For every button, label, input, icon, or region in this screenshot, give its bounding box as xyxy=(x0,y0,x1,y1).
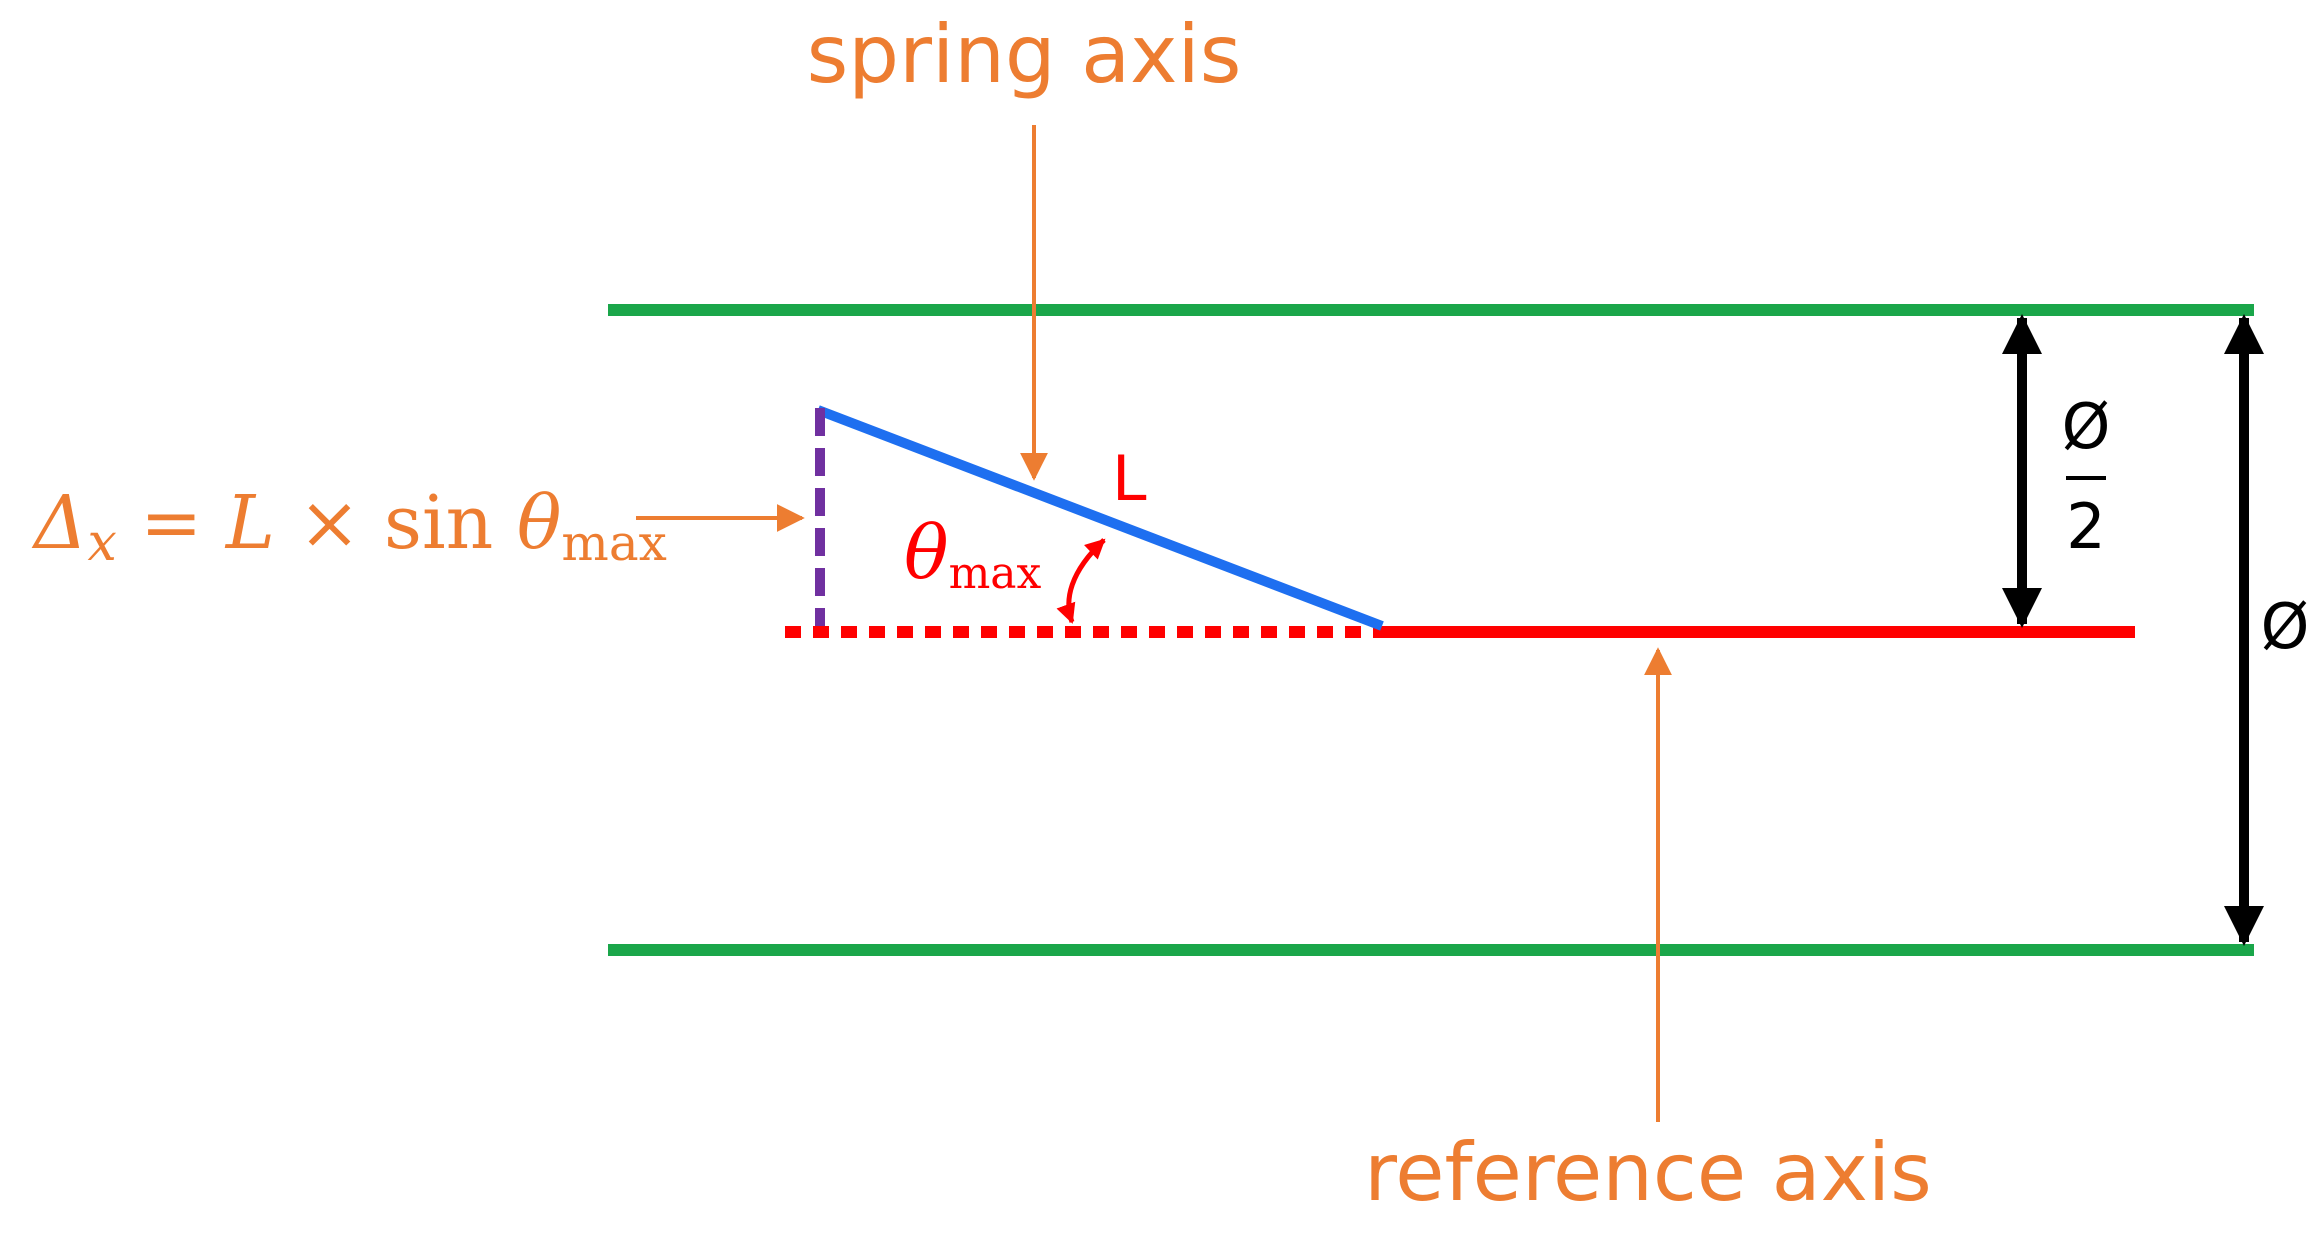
formula-theta: θ xyxy=(517,480,562,566)
half-diameter-denominator: 2 xyxy=(2066,490,2105,563)
formula-equals-part: = L × xyxy=(117,480,384,566)
theta-angle-arc xyxy=(1056,538,1106,624)
theta-subscript: max xyxy=(949,548,1042,599)
spring-length-label: L xyxy=(1112,442,1147,515)
spring-axis-label: spring axis xyxy=(807,8,1242,101)
formula-sin: sin xyxy=(384,480,517,566)
half-diameter-numerator: Ø xyxy=(2062,390,2111,463)
spring-axis-line xyxy=(816,405,1384,631)
diameter-label: Ø xyxy=(2261,590,2310,663)
formula-delta-subscript: x xyxy=(87,513,116,573)
formula-delta: Δ xyxy=(31,480,87,566)
theta-symbol: θ xyxy=(904,510,949,596)
reference-axis-label: reference axis xyxy=(1364,1126,1932,1219)
formula-theta-subscript: max xyxy=(561,514,666,572)
offset-formula-label: Δx = L × sin θmax xyxy=(31,480,667,573)
theta-max-label: θmax xyxy=(904,510,1042,599)
